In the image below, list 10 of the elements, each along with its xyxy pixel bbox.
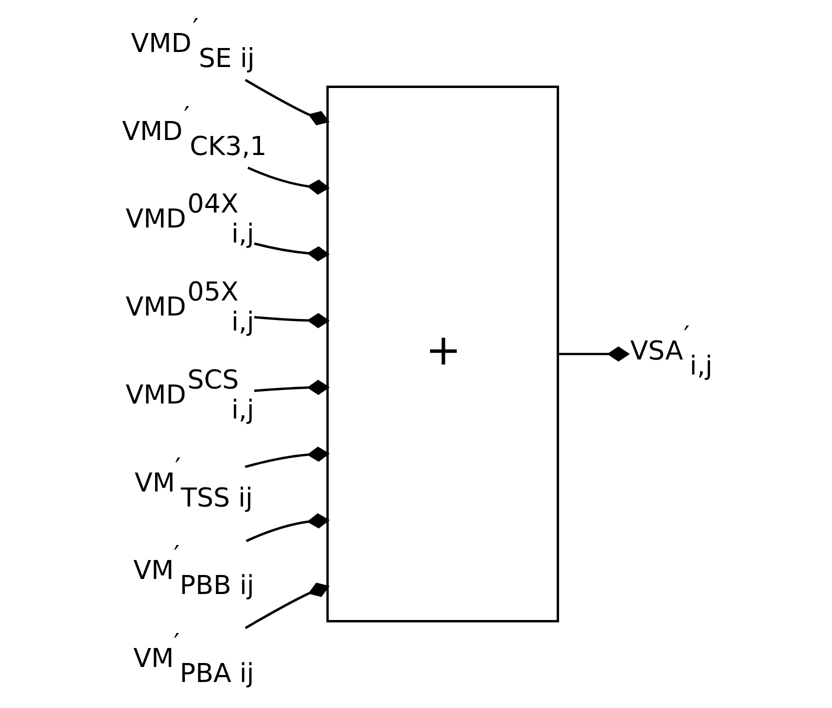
connector xyxy=(247,166,330,195)
connector xyxy=(244,446,330,468)
connector xyxy=(254,242,330,262)
connector xyxy=(254,380,330,395)
connector xyxy=(244,78,330,126)
connector xyxy=(244,582,330,630)
connector xyxy=(559,346,630,362)
node-box: + xyxy=(326,86,560,622)
connector xyxy=(246,513,330,542)
connector xyxy=(254,313,330,328)
